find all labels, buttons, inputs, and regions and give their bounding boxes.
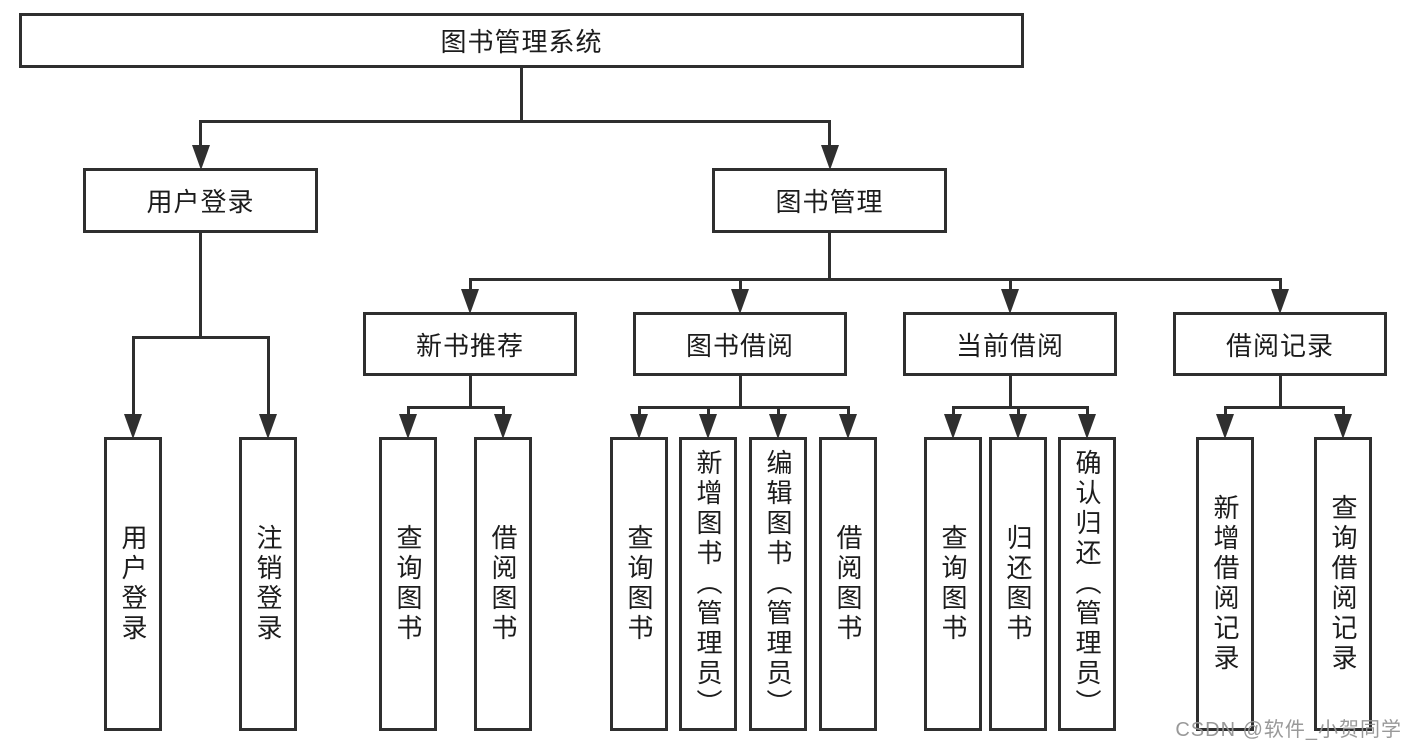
arrow-down-icon [191,145,210,170]
connector-line [1223,406,1227,416]
node-confirm-return: 确认归还（管理员） [1058,437,1116,731]
node-borrow-book-1: 借阅图书 [474,437,532,731]
connector-rail [406,406,505,409]
arrow-down-icon [124,414,142,439]
connector-line [846,406,850,416]
connector-line [637,406,641,416]
node-return-book: 归还图书 [989,437,1047,731]
connector-line [1008,278,1012,291]
connector-rail [131,336,270,339]
connector-rail [199,120,831,123]
node-query-book-3: 查询图书 [924,437,982,731]
arrow-down-icon [630,414,648,439]
node-label: 归还图书 [1003,524,1033,644]
arrow-down-icon [820,145,839,170]
connector-line [1085,406,1089,416]
connector-line [199,120,202,147]
node-book-mgmt: 图书管理 [712,168,947,233]
connector-line [738,278,742,291]
connector-line [501,406,505,416]
connector-line [468,278,472,291]
connector-line [131,336,135,416]
watermark: CSDN @软件_小贺同学 [1175,719,1402,741]
node-edit-book: 编辑图书（管理员） [749,437,807,731]
node-label: 查询借阅记录 [1328,494,1358,674]
connector-line [406,406,410,416]
node-query-book-2: 查询图书 [610,437,668,731]
arrow-down-icon [1334,414,1352,439]
connector-line [776,406,780,416]
node-add-book: 新增图书（管理员） [679,437,737,731]
node-label: 借阅图书 [833,524,863,644]
connector-line [828,120,831,147]
node-query-borrow-record: 查询借阅记录 [1314,437,1372,731]
connector-line [520,67,523,123]
node-borrow-book-2: 借阅图书 [819,437,877,731]
connector-line [1341,406,1345,416]
node-book-borrow: 图书借阅 [633,312,847,376]
connector-line [1016,406,1020,416]
node-logout: 注销登录 [239,437,297,731]
connector-line [951,406,955,416]
connector-line [706,406,710,416]
connector-line [199,232,202,339]
arrow-down-icon [731,289,749,314]
node-label: 用户登录 [118,524,148,644]
arrow-down-icon [1001,289,1019,314]
node-label: 新增图书（管理员） [693,449,723,719]
arrow-down-icon [259,414,277,439]
arrow-down-icon [839,414,857,439]
connector-rail [637,406,850,409]
node-label: 借阅记录 [1225,330,1334,361]
node-label: 查询图书 [938,524,968,644]
connector-line [468,375,472,409]
arrow-down-icon [1078,414,1096,439]
node-label: 确认归还（管理员） [1072,449,1102,719]
connector-rail [468,278,1282,281]
arrow-down-icon [1009,414,1027,439]
node-label: 查询图书 [624,524,654,644]
node-query-book-1: 查询图书 [379,437,437,731]
node-label: 图书管理系统 [440,27,603,57]
node-current-borrow: 当前借阅 [903,312,1117,376]
connector-line [1278,278,1282,291]
arrow-down-icon [461,289,479,314]
node-label: 新增借阅记录 [1210,494,1240,674]
arrow-down-icon [1271,289,1289,314]
connector-line [828,232,831,281]
node-label: 当前借阅 [955,330,1064,361]
arrow-down-icon [494,414,512,439]
connector-rail [1223,406,1345,409]
connector-line [1008,375,1012,409]
connector-line [738,375,742,409]
arrow-down-icon [399,414,417,439]
node-label: 图书管理 [775,187,884,217]
connector-line [266,336,270,416]
arrow-down-icon [769,414,787,439]
node-label: 新书推荐 [415,330,524,361]
arrow-down-icon [944,414,962,439]
node-label: 编辑图书（管理员） [763,449,793,719]
connector-line [1278,375,1282,409]
connector-rail [951,406,1089,409]
node-borrow-record: 借阅记录 [1173,312,1387,376]
node-user-login-leaf: 用户登录 [104,437,162,731]
node-label: 注销登录 [253,524,283,644]
arrow-down-icon [1216,414,1234,439]
node-root: 图书管理系统 [19,13,1024,68]
arrow-down-icon [699,414,717,439]
node-add-borrow-record: 新增借阅记录 [1196,437,1254,731]
node-label: 查询图书 [393,524,423,644]
node-label: 图书借阅 [685,330,794,361]
node-label: 用户登录 [146,187,255,217]
node-new-book-rec: 新书推荐 [363,312,577,376]
node-user-login: 用户登录 [83,168,318,233]
node-label: 借阅图书 [488,524,518,644]
